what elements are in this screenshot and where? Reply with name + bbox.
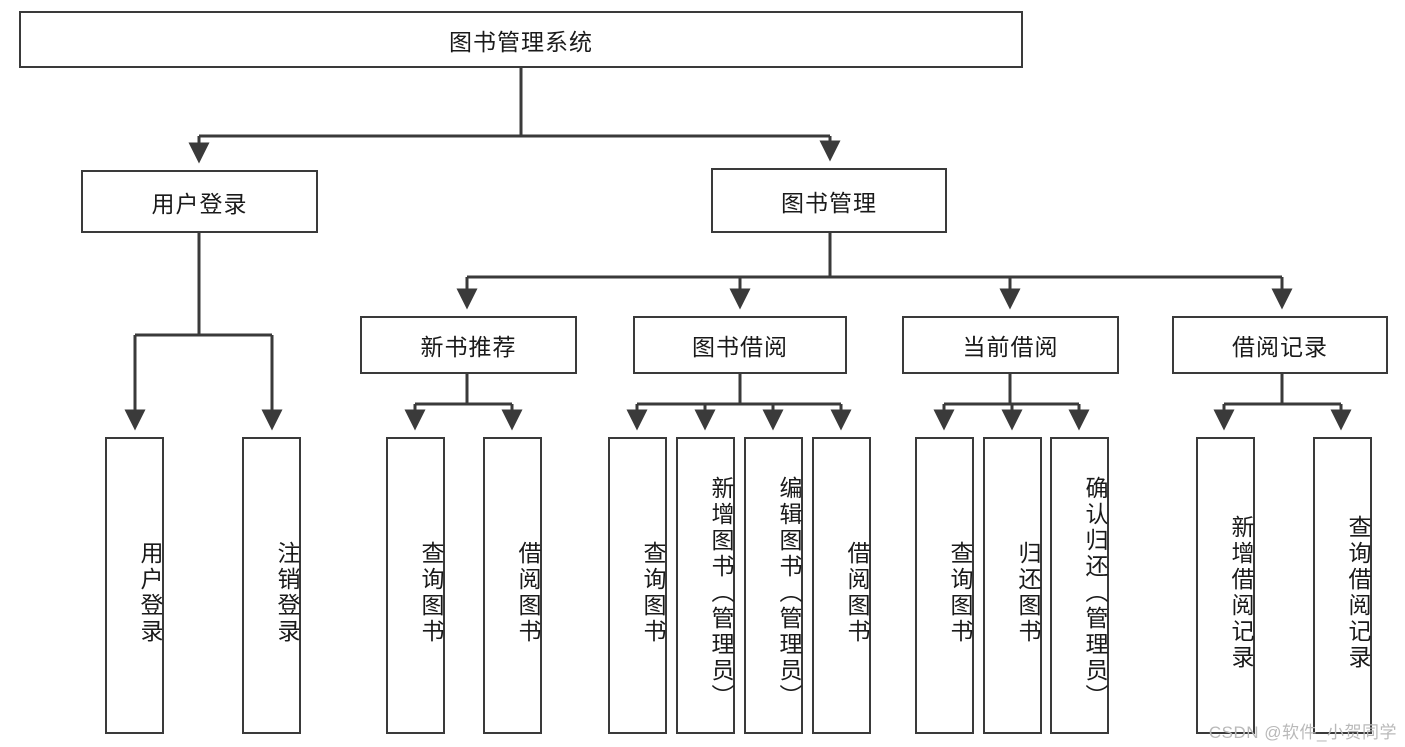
leaf-current-confirm-return[interactable]: 确认归还（管理员） [1050,437,1109,734]
leaf-label: 查询图书 [947,540,973,645]
leaf-label: 查询图书 [418,540,444,645]
node-book-borrow-label: 图书借阅 [692,334,788,360]
leaf-borrow-add-book[interactable]: 新增图书（管理员） [676,437,735,734]
leaf-label: 确认归还（管理员） [1082,475,1108,710]
leaf-record-add[interactable]: 新增借阅记录 [1196,437,1255,734]
node-book-management-label: 图书管理 [781,189,877,216]
leaf-label: 查询图书 [640,540,666,645]
node-user-login-label: 用户登录 [151,190,248,217]
node-root-label: 图书管理系统 [449,28,593,55]
leaf-new-book-query[interactable]: 查询图书 [386,437,445,734]
leaf-label: 注销登录 [274,540,300,645]
node-root[interactable]: 图书管理系统 [19,11,1023,68]
leaf-label: 编辑图书（管理员） [776,475,802,710]
node-book-management[interactable]: 图书管理 [711,168,947,233]
leaf-label: 新增图书（管理员） [708,475,734,710]
leaf-current-return-book[interactable]: 归还图书 [983,437,1042,734]
leaf-borrow-borrow-book[interactable]: 借阅图书 [812,437,871,734]
node-borrow-record[interactable]: 借阅记录 [1172,316,1388,374]
node-new-book-recommend-label: 新书推荐 [420,334,517,360]
watermark: CSDN @软件_小贺同学 [1208,723,1397,742]
leaf-label: 查询借阅记录 [1345,514,1371,671]
leaf-user-login-logout[interactable]: 注销登录 [242,437,301,734]
node-current-borrow-label: 当前借阅 [962,334,1059,360]
leaf-record-query[interactable]: 查询借阅记录 [1313,437,1372,734]
node-current-borrow[interactable]: 当前借阅 [902,316,1119,374]
leaf-label: 借阅图书 [844,540,870,645]
leaf-new-book-borrow[interactable]: 借阅图书 [483,437,542,734]
node-book-borrow[interactable]: 图书借阅 [633,316,847,374]
leaf-user-login-login[interactable]: 用户登录 [105,437,164,734]
node-borrow-record-label: 借阅记录 [1232,334,1328,360]
leaf-label: 用户登录 [137,540,163,645]
node-new-book-recommend[interactable]: 新书推荐 [360,316,577,374]
leaf-borrow-edit-book[interactable]: 编辑图书（管理员） [744,437,803,734]
leaf-label: 归还图书 [1015,540,1041,645]
leaf-label: 新增借阅记录 [1228,514,1254,671]
leaf-borrow-query-book[interactable]: 查询图书 [608,437,667,734]
leaf-current-query-book[interactable]: 查询图书 [915,437,974,734]
leaf-label: 借阅图书 [515,540,541,645]
node-user-login[interactable]: 用户登录 [81,170,318,233]
